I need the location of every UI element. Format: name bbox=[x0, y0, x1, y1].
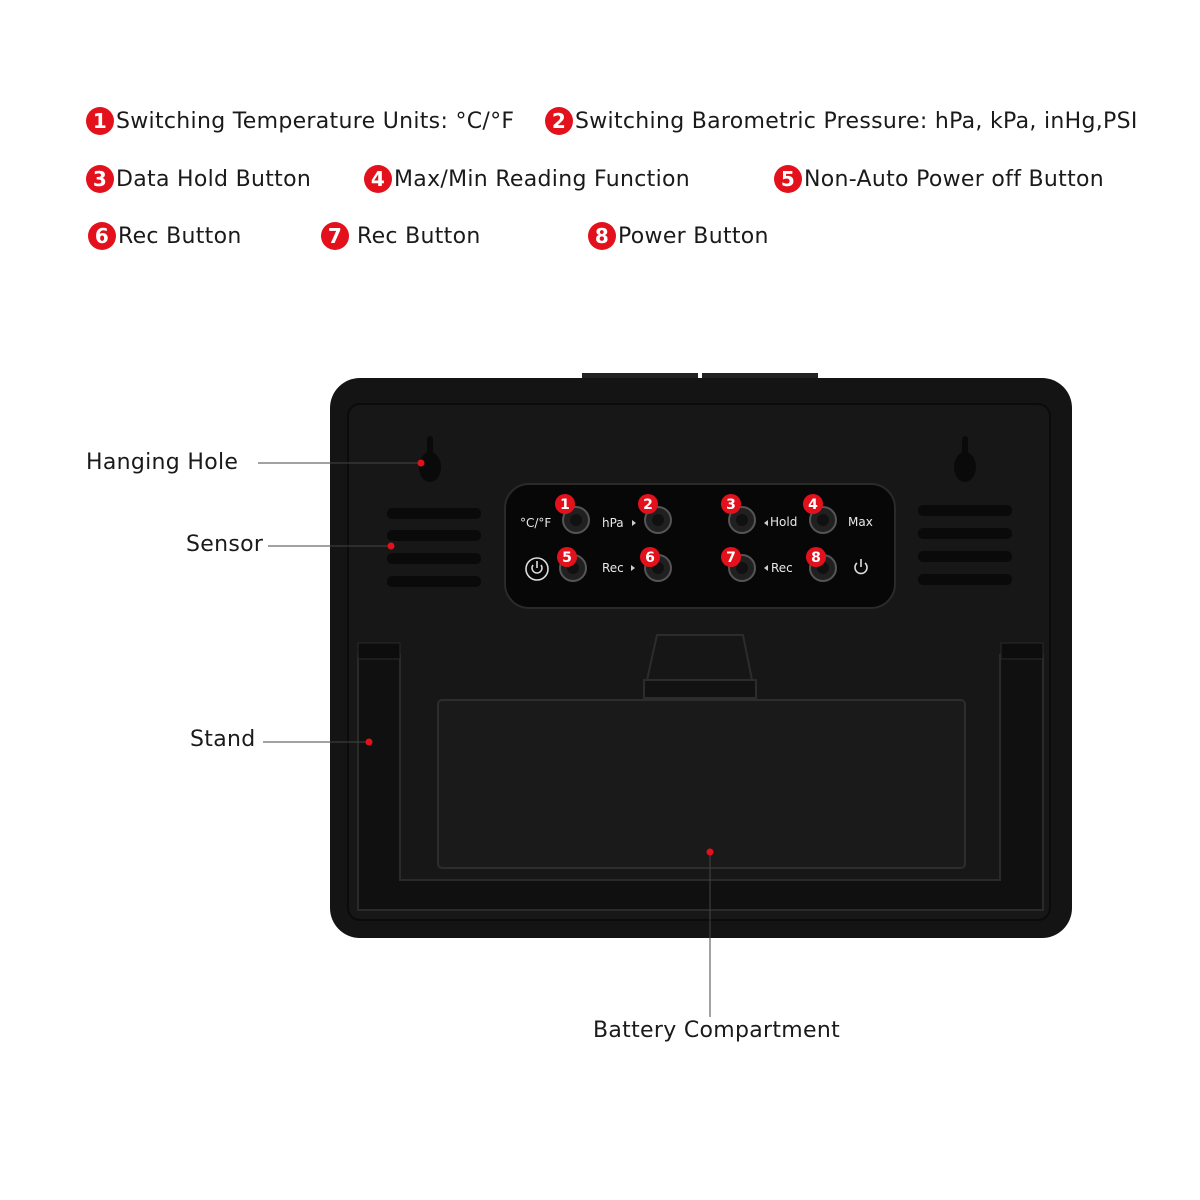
marker-1: 1 bbox=[555, 494, 575, 514]
stand[interactable] bbox=[357, 642, 1044, 911]
hanging-hole-label: Hanging Hole bbox=[86, 450, 239, 475]
number-badge: 2 bbox=[545, 107, 573, 135]
callout-dot bbox=[365, 738, 373, 746]
rec-label-2: Rec bbox=[771, 561, 793, 575]
marker-7: 7 bbox=[721, 547, 741, 567]
marker-4: 4 bbox=[803, 494, 823, 514]
sensor-vent-left bbox=[387, 508, 481, 587]
svg-text:4: 4 bbox=[808, 497, 818, 513]
legend-item-8: 8 Power Button bbox=[588, 222, 769, 250]
legend-text: Switching Temperature Units: °C/°F bbox=[116, 108, 515, 134]
hpa-label: hPa bbox=[602, 516, 624, 530]
max-label: Max bbox=[848, 515, 873, 529]
legend-text: Power Button bbox=[618, 223, 769, 249]
svg-text:8: 8 bbox=[811, 550, 821, 566]
callout-dot bbox=[417, 459, 425, 467]
svg-text:2: 2 bbox=[643, 497, 653, 513]
legend-item-7: 7 Rec Button bbox=[321, 222, 481, 250]
legend-item-1: 1 Switching Temperature Units: °C/°F bbox=[86, 107, 514, 135]
number-badge: 4 bbox=[364, 165, 392, 193]
svg-text:1: 1 bbox=[560, 497, 570, 513]
callout-dot bbox=[387, 542, 395, 550]
unit-label: °C/°F bbox=[520, 516, 551, 530]
sensor-label: Sensor bbox=[186, 532, 264, 557]
svg-text:6: 6 bbox=[645, 550, 655, 566]
svg-text:5: 5 bbox=[562, 550, 572, 566]
button-max[interactable] bbox=[809, 506, 837, 534]
stand-label: Stand bbox=[190, 727, 256, 752]
marker-3: 3 bbox=[721, 494, 741, 514]
hanging-hole-right bbox=[954, 436, 976, 482]
marker-5: 5 bbox=[557, 547, 577, 567]
legend-item-4: 4 Max/Min Reading Function bbox=[364, 165, 690, 193]
button-panel bbox=[504, 483, 896, 609]
number-badge: 8 bbox=[588, 222, 616, 250]
legend-text: Data Hold Button bbox=[116, 166, 312, 192]
battery-compartment[interactable] bbox=[437, 699, 966, 869]
number-badge: 6 bbox=[88, 222, 116, 250]
power-icon bbox=[854, 559, 868, 575]
button-hold[interactable] bbox=[728, 506, 756, 534]
svg-text:3: 3 bbox=[726, 497, 736, 513]
legend-item-5: 5 Non-Auto Power off Button bbox=[774, 165, 1104, 193]
legend-text: Rec Button bbox=[118, 223, 242, 249]
rec-label-1: Rec bbox=[602, 561, 624, 575]
arrow-left-icon bbox=[764, 520, 768, 526]
battery-compartment-label: Battery Compartment bbox=[593, 1018, 841, 1043]
legend-text: Max/Min Reading Function bbox=[394, 166, 690, 192]
number-badge: 5 bbox=[774, 165, 802, 193]
hanging-hole-left bbox=[419, 436, 441, 482]
sensor-vent-right bbox=[918, 505, 1012, 585]
legend-item-6: 6 Rec Button bbox=[88, 222, 242, 250]
button-unit[interactable] bbox=[562, 506, 590, 534]
legend-item-3: 3 Data Hold Button bbox=[86, 165, 311, 193]
svg-text:7: 7 bbox=[726, 550, 736, 566]
marker-2: 2 bbox=[638, 494, 658, 514]
arrow-left-icon bbox=[764, 565, 768, 571]
arrow-right-icon bbox=[632, 520, 636, 526]
number-badge: 7 bbox=[321, 222, 349, 250]
legend-text: Rec Button bbox=[357, 223, 481, 249]
button-hpa[interactable] bbox=[644, 506, 672, 534]
legend-item-2: 2 Switching Barometric Pressure: hPa, kP… bbox=[545, 107, 1138, 135]
callout-dot bbox=[706, 848, 714, 856]
marker-6: 6 bbox=[640, 547, 660, 567]
legend-text: Switching Barometric Pressure: hPa, kPa,… bbox=[575, 108, 1138, 134]
latch-tab[interactable] bbox=[643, 634, 757, 699]
number-badge: 1 bbox=[86, 107, 114, 135]
legend-text: Non-Auto Power off Button bbox=[804, 166, 1105, 192]
arrow-right-icon bbox=[631, 565, 635, 571]
hold-label: Hold bbox=[770, 515, 797, 529]
marker-8: 8 bbox=[806, 547, 826, 567]
auto-off-icon bbox=[525, 557, 549, 581]
number-badge: 3 bbox=[86, 165, 114, 193]
